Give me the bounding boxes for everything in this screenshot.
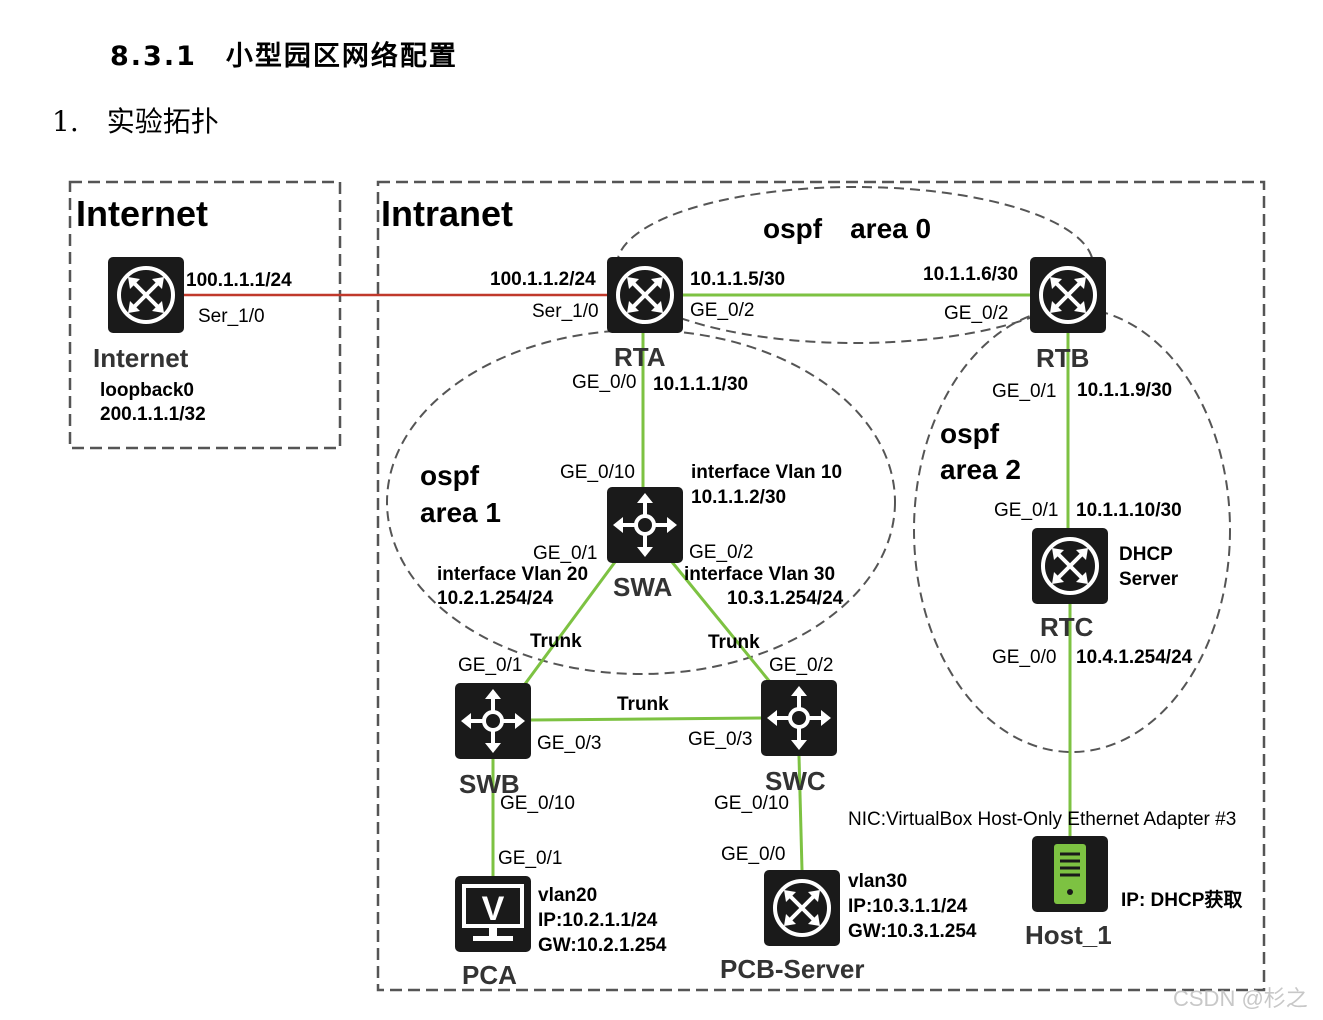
internet-device-name: Internet <box>93 343 189 373</box>
area1-label-line1: ospf <box>420 460 480 491</box>
rtb-ge2-interface: GE_0/2 <box>944 303 1008 324</box>
swa-vlan20: interface Vlan 20 <box>437 564 588 585</box>
swc-switch-icon[interactable] <box>761 680 837 756</box>
swb-device-name: SWB <box>459 769 520 799</box>
rta-ge2-ip: 10.1.1.5/30 <box>690 269 785 290</box>
swa-vlan10-ip: 10.1.1.2/30 <box>691 487 786 508</box>
link-swb-swc <box>530 716 762 722</box>
area0-label: ospf area 0 <box>763 213 931 244</box>
rtb-ge2-ip: 10.1.1.6/30 <box>923 264 1018 285</box>
swa-vlan30-ip: 10.3.1.254/24 <box>727 588 844 609</box>
host1-ip: IP: DHCP获取 <box>1121 888 1242 911</box>
swc-ge2-interface: GE_0/2 <box>769 655 833 676</box>
area2-label-line1: ospf <box>940 418 1000 449</box>
rtc-ge1-ip: 10.1.1.10/30 <box>1076 500 1182 521</box>
swa-vlan30: interface Vlan 30 <box>684 564 835 585</box>
swa-ge1-interface: GE_0/1 <box>533 543 597 564</box>
swc-device-name: SWC <box>765 766 826 796</box>
swa-vlan10: interface Vlan 10 <box>691 462 842 483</box>
pcb-ip: IP:10.3.1.1/24 <box>848 896 968 917</box>
intranet-zone-title: Intranet <box>381 193 513 234</box>
pca-gateway: GW:10.2.1.254 <box>538 935 667 956</box>
rta-wan-ip: 100.1.1.2/24 <box>490 269 596 290</box>
pca-ip: IP:10.2.1.1/24 <box>538 910 658 931</box>
host1-device-name: Host_1 <box>1025 920 1112 950</box>
pca-interface: GE_0/1 <box>498 848 562 869</box>
rta-device-name: RTA <box>614 342 666 372</box>
internet-zone <box>68 180 342 450</box>
rta-router-icon[interactable] <box>607 257 683 333</box>
area1-label-line2: area 1 <box>420 497 501 528</box>
pca-pc-icon[interactable] <box>455 876 531 952</box>
rtb-router-icon[interactable] <box>1030 257 1106 333</box>
rtb-ge1-ip: 10.1.1.9/30 <box>1077 380 1172 401</box>
rtc-ge0-interface: GE_0/0 <box>992 647 1056 668</box>
swc-ge3-interface: GE_0/3 <box>688 729 752 750</box>
watermark: CSDN @杉之 <box>1173 986 1308 1011</box>
internet-router-icon[interactable] <box>108 257 184 333</box>
rta-ge2-interface: GE_0/2 <box>690 300 754 321</box>
swa-ge2-interface: GE_0/2 <box>689 542 753 563</box>
pca-device-name: PCA <box>462 960 517 990</box>
internet-loopback: loopback0 <box>100 380 194 401</box>
rta-wan-interface: Ser_1/0 <box>532 301 599 322</box>
swa-vlan20-ip: 10.2.1.254/24 <box>437 588 554 609</box>
intranet-zone <box>376 180 1266 992</box>
rta-ge0-ip: 10.1.1.1/30 <box>653 374 748 395</box>
swa-switch-icon[interactable] <box>607 487 683 563</box>
swa-device-name: SWA <box>613 572 672 602</box>
nic-label: NIC:VirtualBox Host-Only Ethernet Adapte… <box>848 809 1236 830</box>
link-swa-swc <box>670 561 772 683</box>
link-swc-pcb <box>797 755 804 871</box>
pcb-device-name: PCB-Server <box>720 954 865 984</box>
pcb-gateway: GW:10.3.1.254 <box>848 921 977 942</box>
internet-loopback-ip: 200.1.1.1/32 <box>100 404 206 425</box>
internet-ip: 100.1.1.1/24 <box>186 270 292 291</box>
rtc-dhcp-label: DHCP <box>1119 544 1173 565</box>
rta-ge0-interface: GE_0/0 <box>572 372 636 393</box>
internet-zone-title: Internet <box>76 193 208 234</box>
rtb-ge1-interface: GE_0/1 <box>992 381 1056 402</box>
rtc-ge0-ip: 10.4.1.254/24 <box>1076 647 1193 668</box>
swa-ge10-interface: GE_0/10 <box>560 462 635 483</box>
internet-interface: Ser_1/0 <box>198 306 265 327</box>
trunk-left-label: Trunk <box>530 631 582 652</box>
pca-vlan: vlan20 <box>538 885 597 906</box>
pcb-interface: GE_0/0 <box>721 844 785 865</box>
rtc-server-label: Server <box>1119 569 1179 590</box>
swb-ge3-interface: GE_0/3 <box>537 733 601 754</box>
rtc-router-icon[interactable] <box>1032 528 1108 604</box>
rtc-device-name: RTC <box>1040 612 1094 642</box>
swb-ge10-interface: GE_0/10 <box>500 793 575 814</box>
pcb-router-icon[interactable] <box>764 870 840 946</box>
link-swa-swb <box>523 561 617 685</box>
pcb-vlan: vlan30 <box>848 871 907 892</box>
swc-ge10-interface: GE_0/10 <box>714 793 789 814</box>
rtc-ge1-interface: GE_0/1 <box>994 500 1058 521</box>
swb-ge1-interface: GE_0/1 <box>458 655 522 676</box>
area2-label-line2: area 2 <box>940 454 1021 485</box>
trunk-mid-label: Trunk <box>617 694 669 715</box>
trunk-right-label: Trunk <box>708 632 760 653</box>
rtb-device-name: RTB <box>1036 343 1089 373</box>
section-heading: 8.3.1 小型园区网络配置 <box>110 41 458 72</box>
host1-server-icon[interactable] <box>1032 836 1108 912</box>
subsection-heading: 1. 实验拓扑 <box>52 105 219 138</box>
swb-switch-icon[interactable] <box>455 683 531 759</box>
